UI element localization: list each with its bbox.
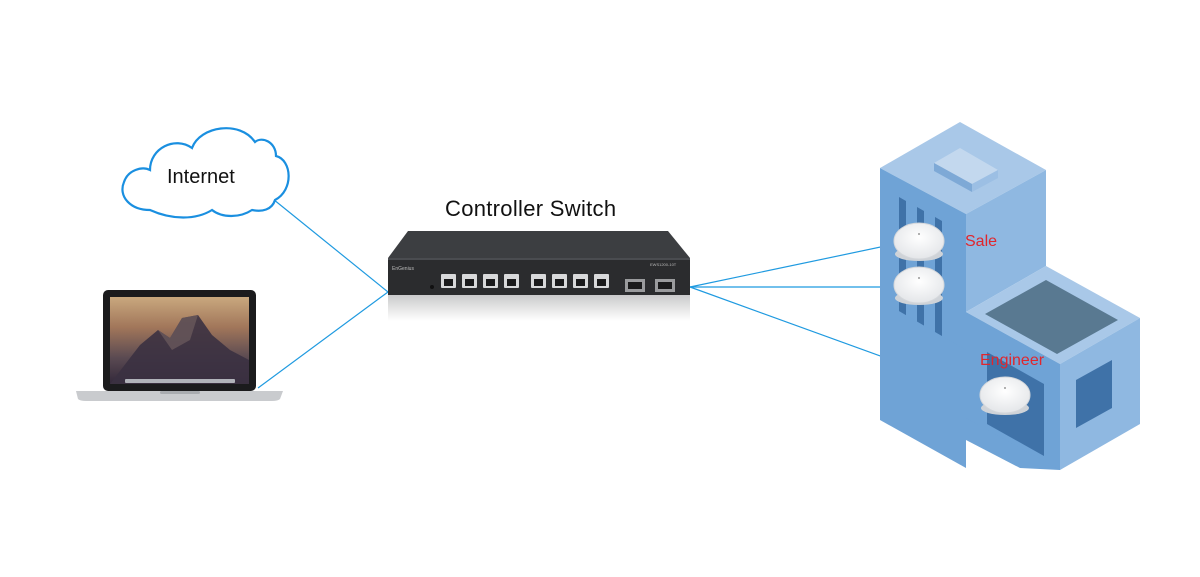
switch-brand-label: EnGenius xyxy=(392,266,414,272)
access-point-icon xyxy=(979,376,1031,415)
internet-label: Internet xyxy=(167,166,235,188)
link-internet-switch xyxy=(267,194,389,293)
laptop-icon xyxy=(76,290,283,401)
switch-sfp-ports xyxy=(625,279,675,292)
switch-icon xyxy=(388,231,690,321)
switch-model-label: EWS1200-10T xyxy=(650,262,677,267)
access-point-icon xyxy=(893,222,945,261)
cloud-icon xyxy=(121,127,290,219)
link-laptop-switch xyxy=(257,291,389,389)
controller-switch-label: Controller Switch xyxy=(445,196,617,221)
link-switch-sale-ap-1 xyxy=(689,243,896,288)
access-point-icon xyxy=(893,266,945,305)
building-icon xyxy=(880,122,1140,470)
sale-label: Sale xyxy=(965,233,998,250)
engineer-label: Engineer xyxy=(980,352,1045,369)
